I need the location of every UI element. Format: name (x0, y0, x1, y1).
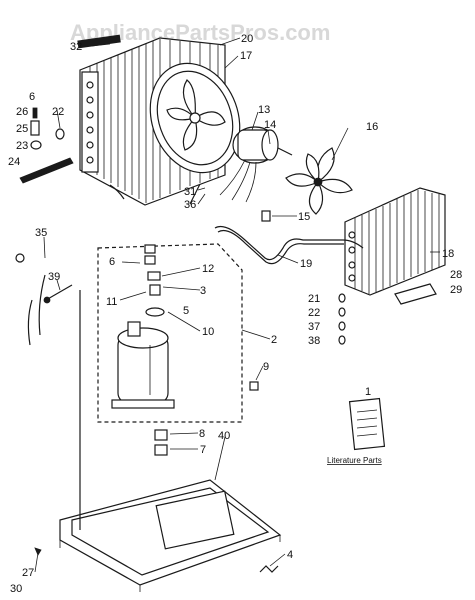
refrigerant-tube-outline (217, 229, 344, 265)
callout-31: 31 (184, 186, 196, 198)
callout-7: 7 (200, 444, 206, 456)
callout-29: 29 (450, 284, 462, 296)
clip-spring-part (259, 565, 279, 573)
callout-8: 8 (199, 428, 205, 440)
callout-3: 3 (200, 285, 206, 297)
callout-38: 38 (308, 335, 320, 347)
evaporator-coil (344, 187, 446, 296)
fan-blade (285, 147, 353, 215)
bushing-part (30, 120, 40, 136)
callout-37: 37 (308, 321, 320, 333)
callout-2: 2 (271, 334, 277, 346)
callout-22: 22 (308, 307, 320, 319)
harness-part (109, 184, 125, 200)
clip-part (261, 210, 271, 222)
callout-27: 27 (22, 567, 34, 579)
terminal-part (147, 271, 161, 281)
callout-32: 32 (70, 41, 82, 53)
cover-part (144, 255, 156, 265)
callout-6-upper: 6 (29, 91, 35, 103)
callout-36: 36 (184, 199, 196, 211)
bushing-22-part (338, 307, 346, 317)
wire-harness-part (27, 274, 46, 346)
callout-14: 14 (264, 119, 276, 131)
callout-1: 1 (365, 386, 371, 398)
callout-17: 17 (240, 50, 252, 62)
screw-part (32, 107, 38, 119)
callout-5: 5 (183, 305, 189, 317)
gasket-part (145, 307, 165, 317)
callout-39: 39 (48, 271, 60, 283)
connector-part (15, 253, 25, 263)
compressor-assembly-box (97, 243, 243, 423)
bolt-part (149, 284, 161, 296)
fan-shroud (149, 62, 241, 174)
bushing-38-part (338, 335, 346, 345)
rod-part (19, 157, 74, 184)
compressor (111, 321, 175, 409)
fan-motor (219, 126, 293, 203)
leader-lines (34, 37, 440, 573)
overload-part (144, 244, 156, 254)
callout-25: 25 (16, 123, 28, 135)
callout-11: 11 (106, 296, 117, 308)
wire-part (189, 183, 201, 205)
grommet-part (55, 128, 65, 140)
refrigerant-tube (214, 225, 364, 261)
callout-35: 35 (35, 227, 47, 239)
callout-21: 21 (308, 293, 320, 305)
callout-10: 10 (202, 326, 214, 338)
callout-22-upper: 22 (52, 106, 64, 118)
bushing-21-part (338, 293, 346, 303)
callout-24: 24 (8, 156, 20, 168)
screw-base-part (34, 547, 42, 556)
callout-19: 19 (300, 258, 312, 270)
sensor-tip-part (43, 296, 51, 304)
washer-mount-part (154, 444, 168, 456)
callout-40: 40 (218, 430, 230, 442)
sensor-part (45, 284, 73, 301)
callout-20: 20 (241, 33, 253, 45)
callout-9: 9 (263, 361, 269, 373)
callout-6: 6 (109, 256, 115, 268)
callout-13: 13 (258, 104, 270, 116)
callout-23: 23 (16, 140, 28, 152)
washer-part (30, 140, 42, 150)
grommet-mount-part (154, 429, 168, 441)
bushing-37-part (338, 321, 346, 331)
base-pan (59, 290, 282, 592)
callout-4: 4 (287, 549, 293, 561)
filter-part (394, 283, 437, 305)
callout-28: 28 (450, 269, 462, 281)
callout-30: 30 (10, 583, 22, 595)
callout-12: 12 (202, 263, 214, 275)
callout-26: 26 (16, 106, 28, 118)
literature-parts-label: Literature Parts (327, 456, 382, 465)
callout-18: 18 (442, 248, 454, 260)
nut-part (249, 381, 259, 391)
callout-15: 15 (298, 211, 310, 223)
callout-16: 16 (366, 121, 378, 133)
literature-sheet (348, 397, 386, 451)
